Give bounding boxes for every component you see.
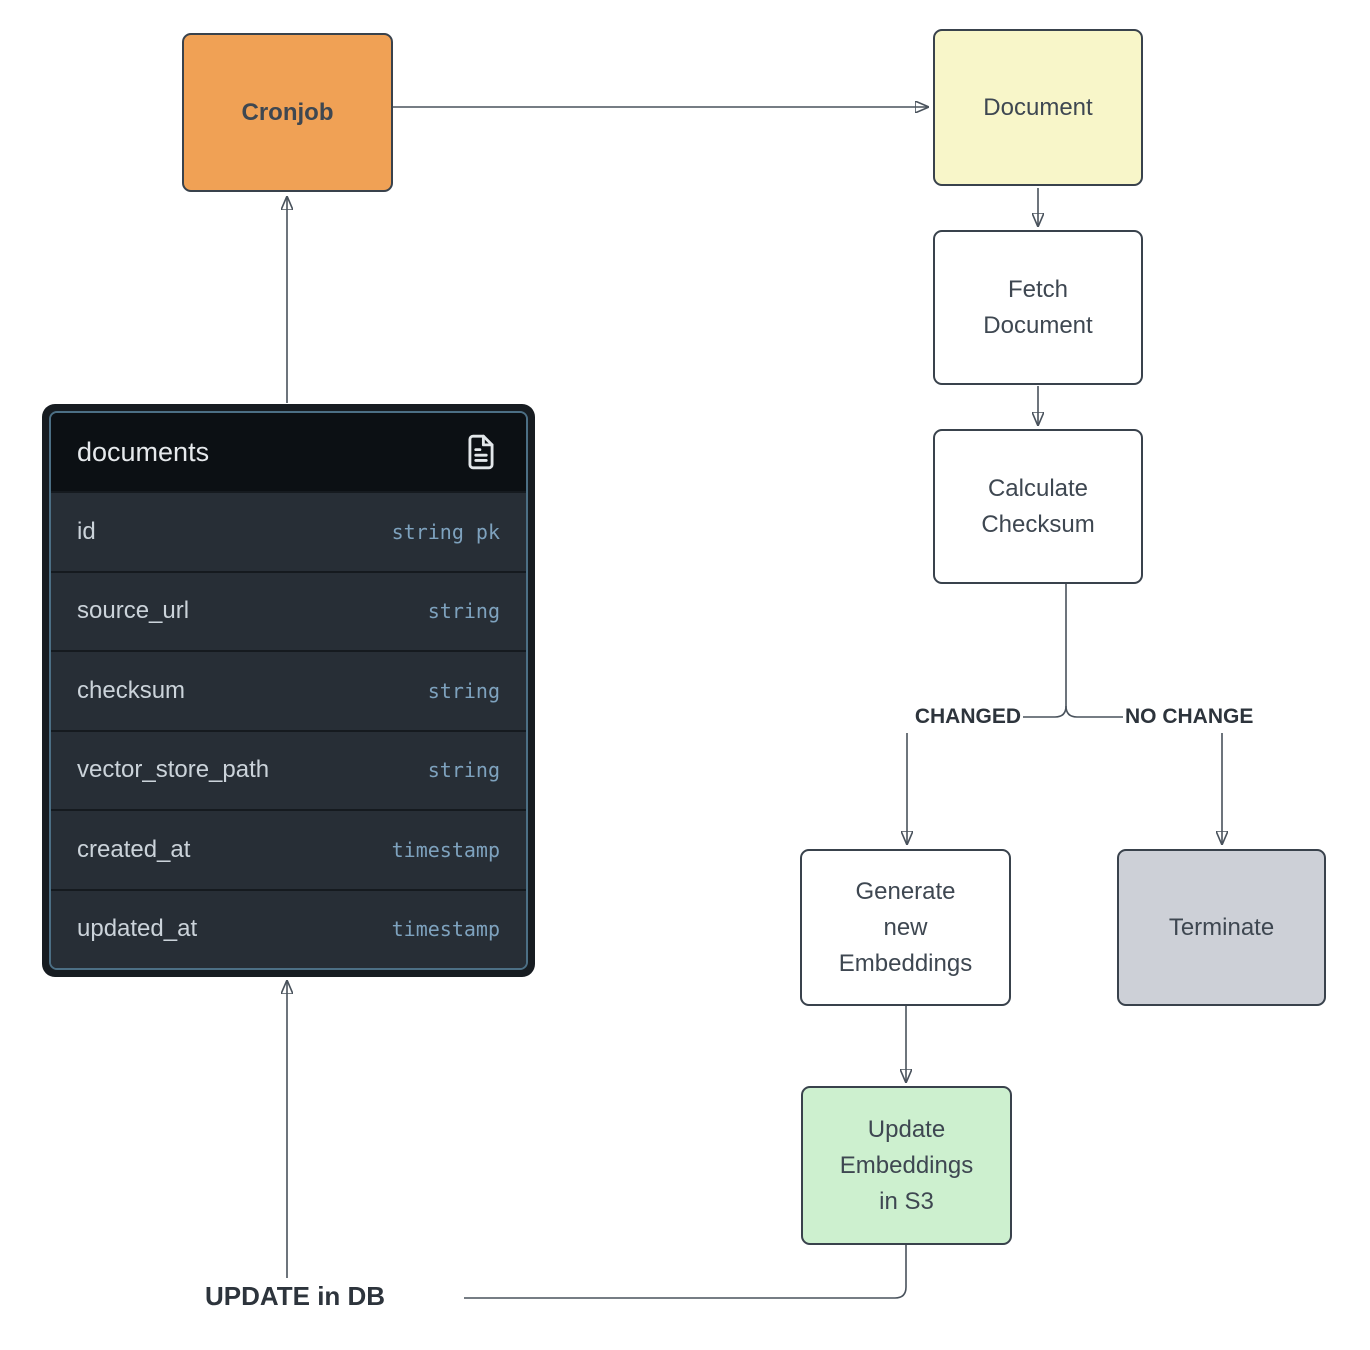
edge-label-update-in-db: UPDATE in DB (205, 1281, 386, 1311)
node-fetch-document: Fetch Document (933, 230, 1143, 385)
file-text-icon (468, 434, 494, 470)
table-row: checksum string (51, 650, 526, 730)
node-terminate: Terminate (1117, 849, 1326, 1006)
field-name: source_url (77, 597, 190, 625)
node-calculate-checksum: Calculate Checksum (933, 429, 1143, 584)
edge-checksum-branch-right (1065, 705, 1123, 718)
table-row: vector_store_path string (51, 729, 526, 809)
table-row: id string pk (51, 491, 526, 571)
table-row: created_at timestamp (51, 809, 526, 889)
node-generate-embeddings: Generate new Embeddings (800, 849, 1011, 1006)
node-update-embeddings-s3: Update Embeddings in S3 (801, 1086, 1012, 1245)
field-type: timestamp (391, 837, 500, 862)
field-name: created_at (77, 835, 191, 863)
field-name: checksum (77, 676, 186, 704)
documents-table: documents id string pk source_url string… (42, 404, 535, 977)
field-name: id (77, 517, 96, 545)
field-type: string (427, 678, 500, 703)
edge-label-no-change: NO CHANGE (1125, 705, 1254, 728)
field-type: string (427, 599, 500, 624)
table-row: source_url string (51, 570, 526, 650)
table-title: documents (77, 436, 210, 467)
field-type: string pk (391, 519, 500, 544)
field-type: string (427, 758, 500, 783)
edge-label-changed: CHANGED (914, 705, 1021, 728)
field-type: timestamp (391, 917, 500, 942)
documents-table-inner: documents id string pk source_url string… (49, 411, 528, 970)
field-name: vector_store_path (77, 756, 270, 784)
edge-checksum-branch-left (1023, 584, 1067, 718)
node-cronjob: Cronjob (182, 33, 393, 192)
edge-update-to-dblabel (464, 1245, 907, 1299)
table-row: updated_at timestamp (51, 888, 526, 968)
node-document: Document (933, 29, 1143, 186)
field-name: updated_at (77, 915, 198, 943)
documents-table-header: documents (51, 413, 526, 491)
